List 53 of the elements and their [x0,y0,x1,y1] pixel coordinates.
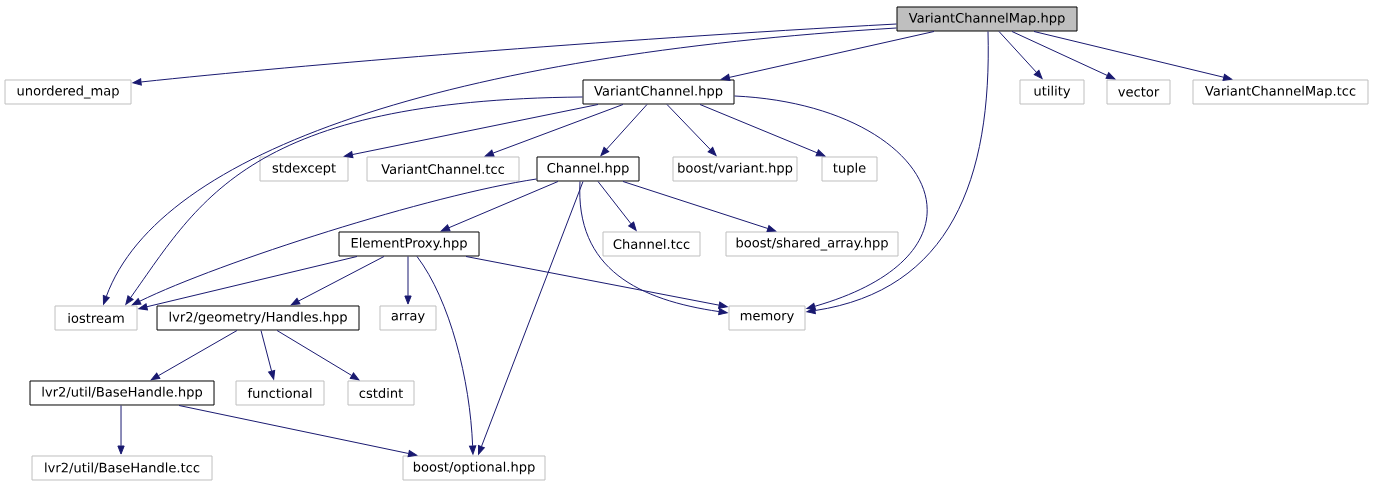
arrow [440,181,559,232]
file-box: Channel.tcc [602,231,701,257]
arrow [404,256,412,305]
arrow [117,405,125,455]
file-box: VariantChannel.tcc [366,156,520,182]
file-box: utility [1019,79,1085,105]
arrow [150,330,238,381]
file-box: iostream [54,305,138,331]
arrow [998,31,1043,79]
arrow [600,104,648,156]
file-box: tuple [821,156,878,182]
arrow [102,27,897,305]
arrow [132,23,897,86]
file-box: memory [728,305,806,331]
file-box: lvr2/util/BaseHandle.hpp [29,380,215,406]
file-box: VariantChannelMap.tcc [1192,79,1369,105]
file-box: functional [235,380,325,406]
file-box: boost/optional.hpp [402,455,546,481]
file-box: stdexcept [259,156,349,182]
file-box: ElementProxy.hpp [338,231,480,257]
file-box: VariantChannel.hpp [582,79,735,105]
file-box: lvr2/util/BaseHandle.tcc [31,455,213,481]
arrow [138,256,358,311]
arrow [484,104,624,157]
arrow [343,104,599,159]
arrow [178,405,418,458]
arrow [125,96,583,305]
arrow [734,95,928,310]
file-box: vector [1106,79,1171,105]
file-box: boost/variant.hpp [672,156,798,182]
file-box: array [379,305,437,331]
arrow [131,178,537,306]
arrow [478,181,584,455]
arrow [1011,31,1116,80]
arrow [699,104,826,157]
arrow [597,181,637,231]
arrow [290,256,385,306]
arrow [579,181,728,316]
arrow [806,31,989,315]
arrow [720,31,935,81]
file-box: lvr2/geometry/Handles.hpp [156,305,360,331]
selected-file-box: VariantChannelMap.hpp [896,6,1078,32]
file-box: Channel.hpp [536,156,640,182]
arrow [666,104,717,156]
file-box: boost/shared_array.hpp [725,231,899,257]
arrow [276,330,360,381]
file-box: unordered_map [4,79,132,105]
arrow [622,181,777,233]
arrow [1033,31,1233,81]
arrow [465,256,728,309]
arrow [260,330,276,380]
arrow [416,256,477,455]
file-box: cstdint [347,380,415,406]
